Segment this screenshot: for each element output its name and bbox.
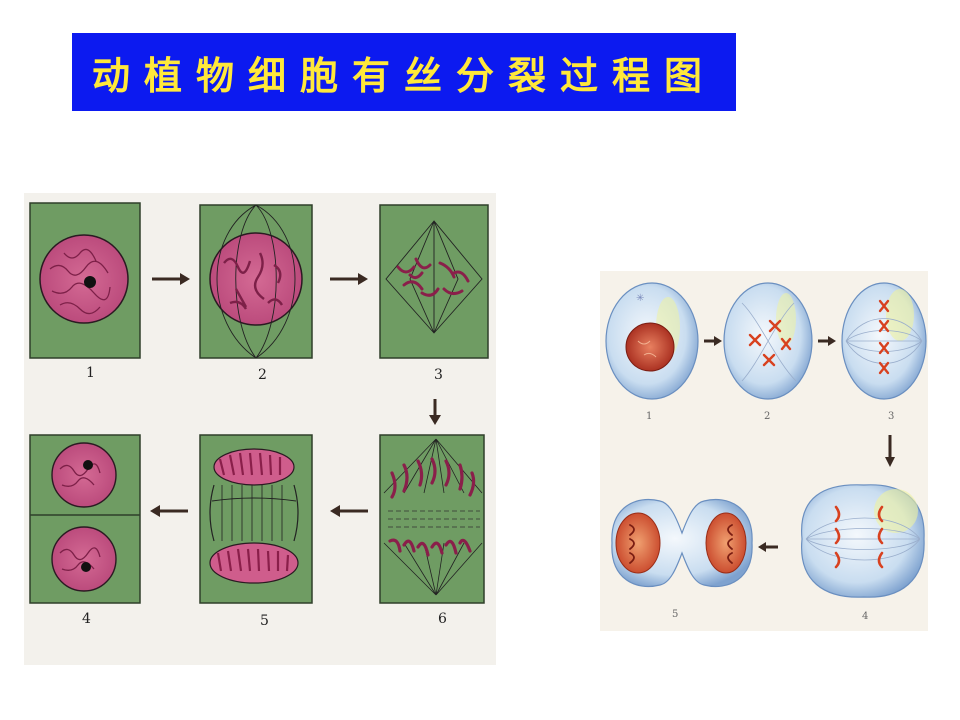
plant-stage-label-2: 2 — [258, 367, 267, 383]
arrow-right-icon — [330, 273, 368, 285]
arrow-left-icon — [150, 505, 188, 517]
arrow-right-icon — [704, 336, 722, 346]
animal-stage-label-1: 1 — [646, 411, 652, 422]
plant-stage-6-cell — [379, 434, 485, 604]
centrosome-star-icon: ✳ — [636, 293, 644, 304]
animal-stage-label-4: 4 — [862, 611, 868, 622]
plant-stage-3-cell — [379, 204, 489, 359]
plant-cell-mitosis-diagram: 1 2 3 4 5 6 — [24, 193, 496, 665]
plant-stage-label-6: 6 — [438, 611, 447, 627]
plant-stage-label-1: 1 — [86, 365, 95, 381]
plant-stage-label-3: 3 — [434, 367, 443, 383]
arrow-left-icon — [758, 542, 778, 552]
animal-stage-1-cell: ✳ — [605, 282, 699, 400]
arrow-down-icon — [885, 435, 895, 467]
animal-stage-label-5: 5 — [672, 609, 678, 620]
animal-diagram-svg: ✳ — [605, 282, 927, 622]
animal-stage-label-2: 2 — [764, 411, 770, 422]
plant-stage-2-cell — [199, 204, 313, 359]
arrow-left-icon — [330, 505, 368, 517]
animal-stage-label-3: 3 — [888, 411, 894, 422]
animal-cell-mitosis-diagram: ✳ — [600, 271, 928, 631]
arrow-down-icon — [429, 399, 441, 425]
animal-stage-2-cell — [723, 282, 813, 400]
arrow-right-icon — [152, 273, 190, 285]
arrow-right-icon — [818, 336, 836, 346]
plant-stage-4-cells — [29, 434, 141, 604]
animal-stage-3-cell — [841, 282, 927, 400]
plant-stage-label-5: 5 — [260, 613, 269, 629]
plant-stage-1-cell — [29, 202, 141, 359]
plant-diagram-svg: 1 2 3 4 5 6 — [29, 202, 489, 629]
animal-stage-4-cell — [801, 484, 925, 598]
title-banner: 动植物细胞有丝分裂过程图 — [72, 33, 736, 111]
page-title: 动植物细胞有丝分裂过程图 — [91, 53, 716, 98]
animal-stage-5-cells — [611, 499, 753, 587]
plant-stage-5-cell — [199, 434, 313, 604]
plant-stage-label-4: 4 — [82, 611, 91, 627]
